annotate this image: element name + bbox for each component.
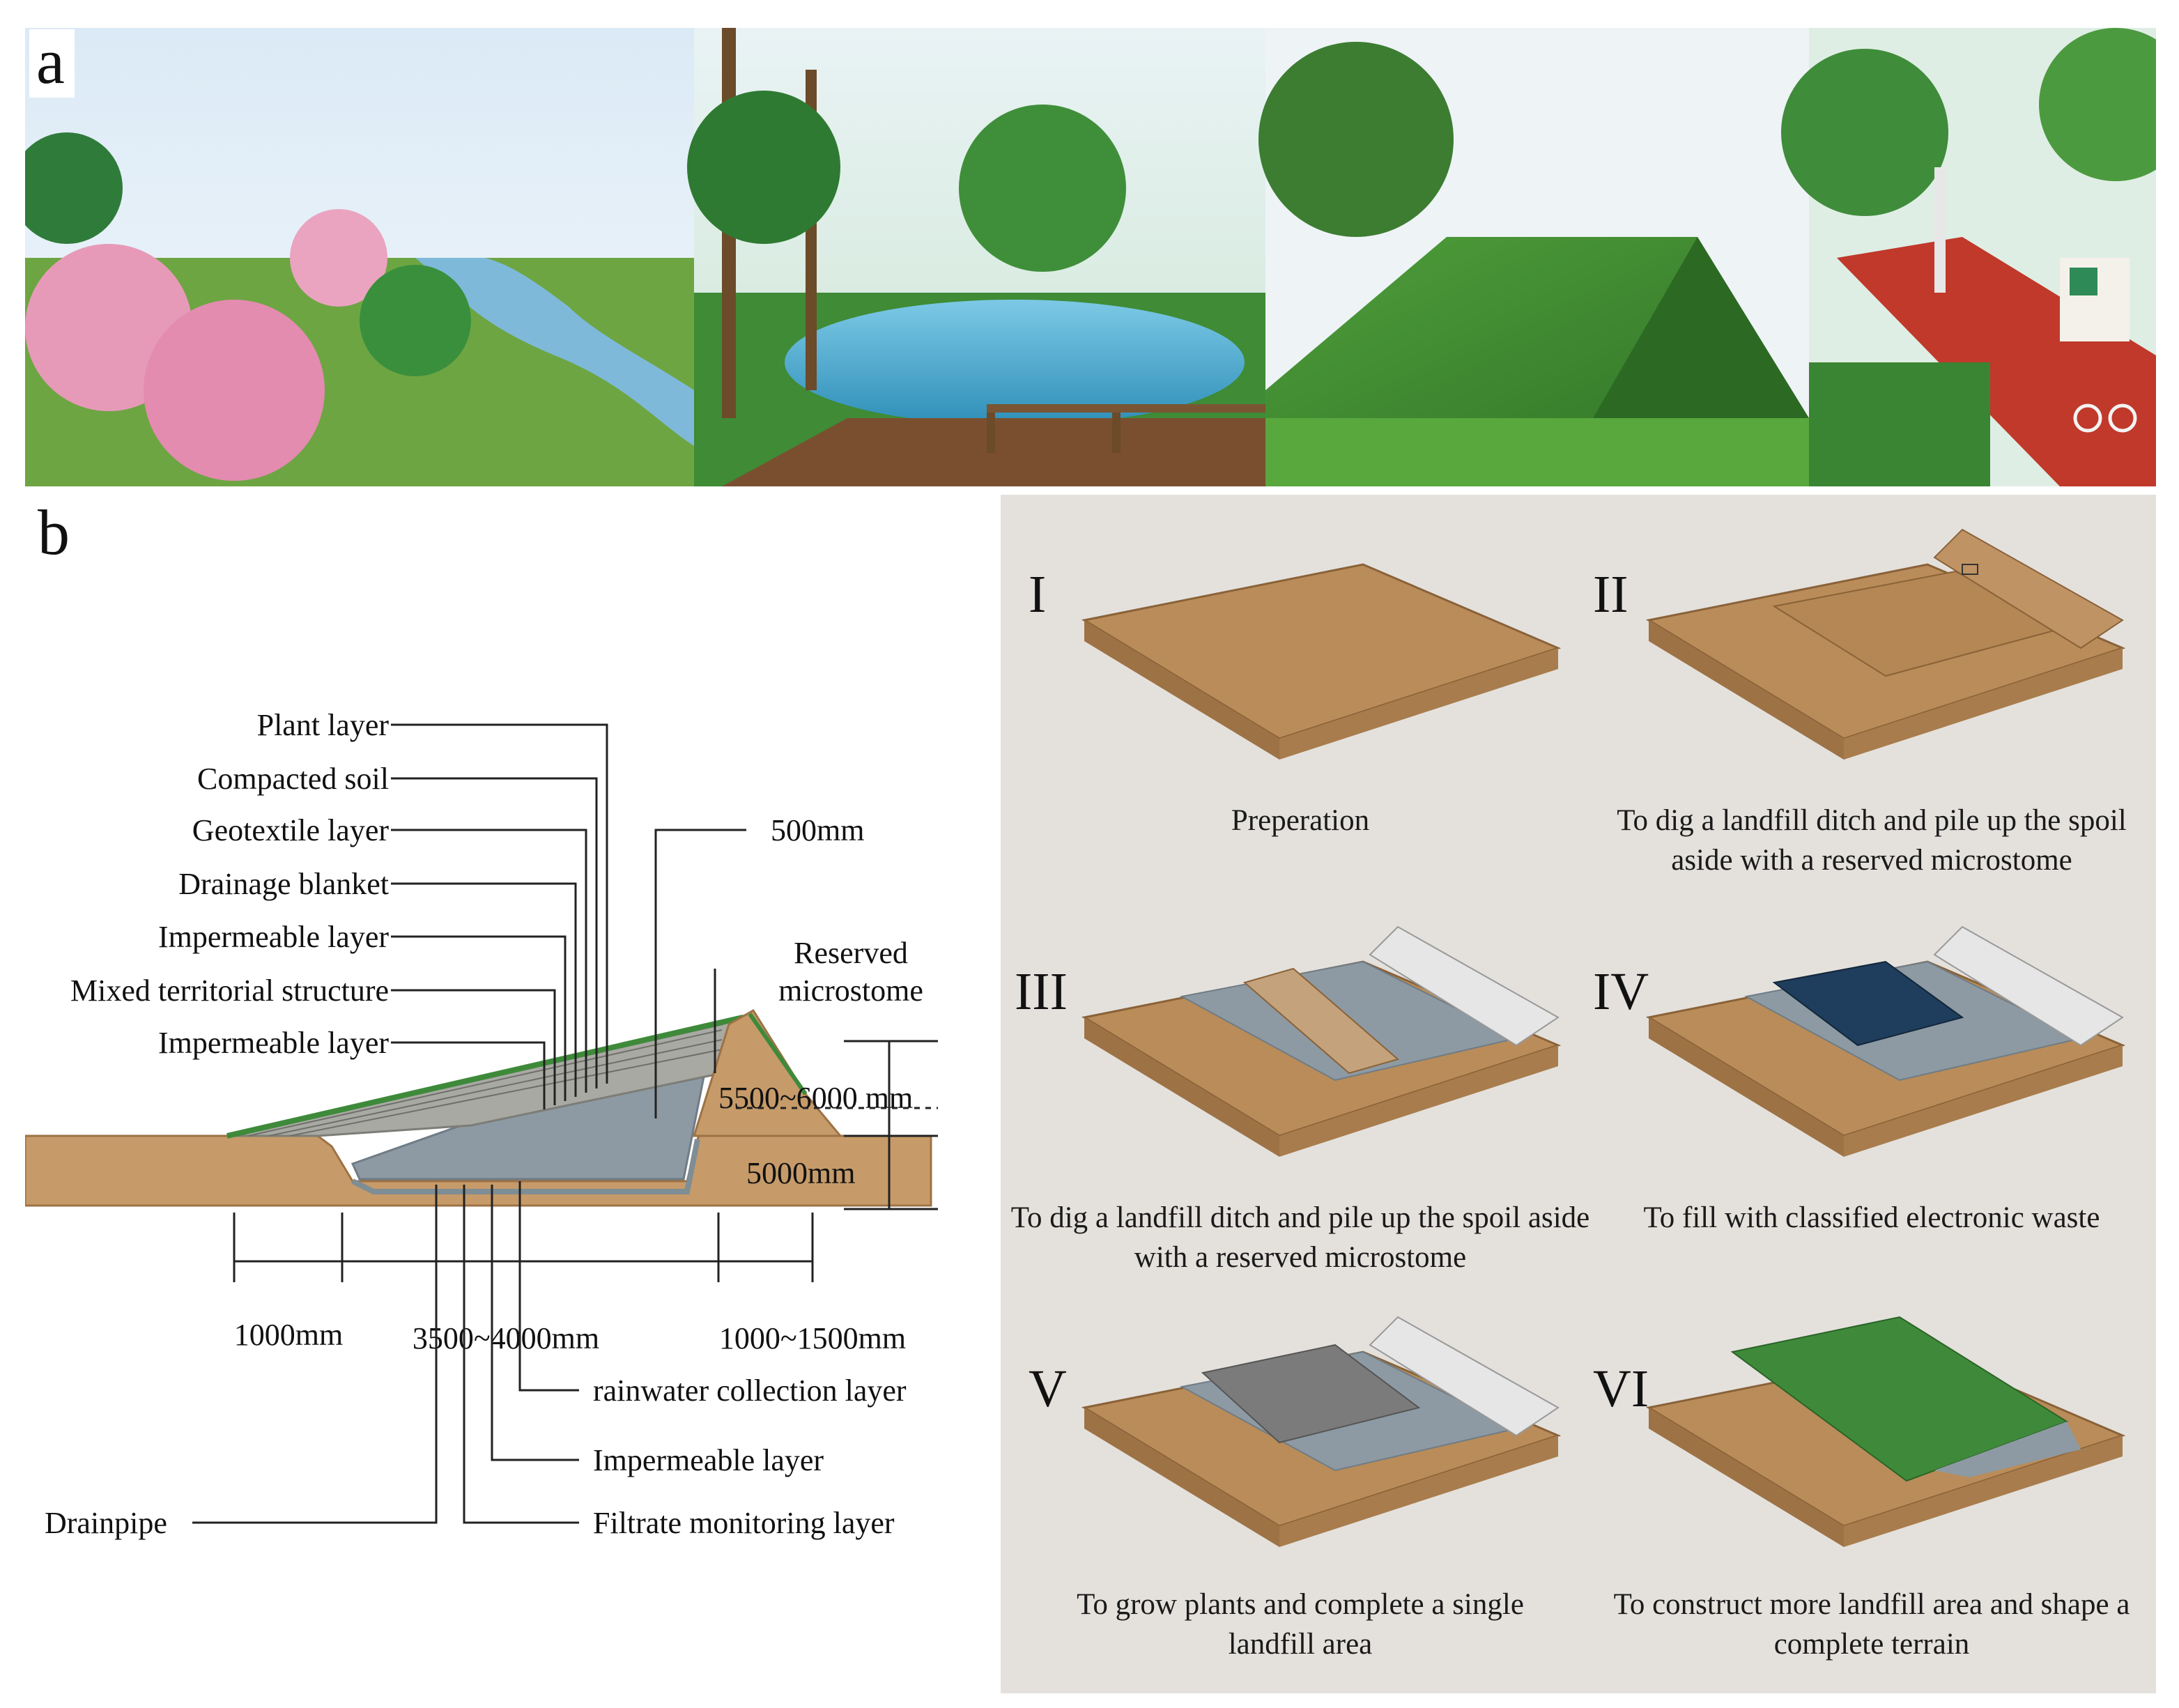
stage-3-numeral: III (1015, 962, 1068, 1021)
label-width-mid: 3500~4000mm (413, 1321, 599, 1355)
stage-2-numeral: II (1593, 565, 1629, 624)
stage-6-illustration (1645, 1316, 2126, 1547)
label-width-left: 1000mm (234, 1318, 343, 1352)
stage-2-caption: To dig a landfill ditch and pile up the … (1617, 804, 2127, 877)
label-compacted-soil: Compacted soil (197, 762, 389, 796)
stage-5-illustration (1081, 1316, 1562, 1547)
label-impermeable-layer-bottom: Impermeable layer (593, 1443, 824, 1477)
stage-6-caption: To construct more landfill area and shap… (1613, 1588, 2130, 1661)
label-width-right: 1000~1500mm (719, 1321, 906, 1355)
label-geotextile-layer: Geotextile layer (192, 813, 390, 847)
label-drainage-blanket: Drainage blanket (178, 867, 389, 901)
stage-4-illustration (1645, 925, 2126, 1157)
stage-5-caption: To grow plants and complete a single lan… (1077, 1588, 1524, 1661)
label-reserved: Reserved (794, 936, 908, 970)
label-mixed-territorial-structure: Mixed territorial structure (70, 974, 389, 1008)
stage-1-numeral: I (1029, 565, 1047, 624)
stage-3-caption: To dig a landfill ditch and pile up the … (1010, 1201, 1590, 1274)
landscape-rendering-banner (25, 28, 2156, 486)
label-drainpipe: Drainpipe (45, 1506, 167, 1540)
stage-1-illustration (1081, 563, 1562, 760)
stage-4-caption: To fill with classified electronic waste (1643, 1201, 2100, 1234)
stage-6-numeral: VI (1593, 1360, 1649, 1418)
label-filtrate-monitoring-layer: Filtrate monitoring layer (593, 1506, 895, 1540)
landfill-cross-section: Plant layer Compacted soil Geotextile la… (25, 708, 938, 1540)
stage-2-illustration (1645, 528, 2126, 760)
stage-5-numeral: V (1029, 1360, 1067, 1418)
layer-labels: Plant layer Compacted soil Geotextile la… (70, 708, 923, 1190)
panel-label-b: b (38, 497, 70, 568)
construction-stages-panel: I Preperation II To dig a landfill ditch… (1001, 495, 2156, 1693)
label-500mm: 500mm (771, 813, 864, 847)
plant-layer-line (226, 1015, 744, 1139)
stage-3-illustration (1081, 925, 1562, 1157)
stage-4-numeral: IV (1593, 962, 1649, 1021)
label-impermeable-layer-1: Impermeable layer (158, 920, 389, 954)
ditch-liner (351, 1139, 700, 1194)
label-impermeable-layer-2: Impermeable layer (158, 1026, 389, 1060)
label-plant-layer: Plant layer (257, 708, 390, 742)
panel-label-a: a (29, 29, 75, 98)
label-rainwater-collection-layer: rainwater collection layer (593, 1374, 907, 1408)
label-height-upper: 5500~6000 mm (718, 1081, 913, 1115)
label-height-lower: 5000mm (746, 1156, 855, 1190)
stage-1-caption: Preperation (1231, 804, 1370, 837)
label-microstome: microstome (778, 974, 923, 1008)
spoil-mound (692, 1008, 843, 1137)
